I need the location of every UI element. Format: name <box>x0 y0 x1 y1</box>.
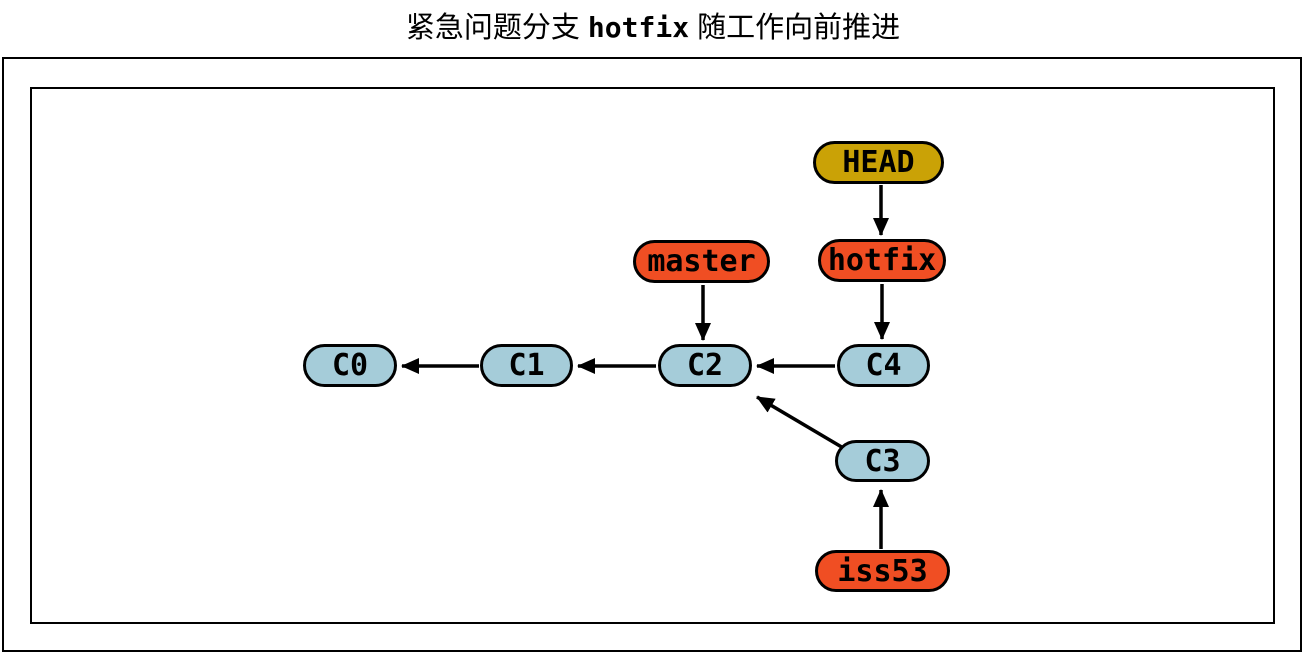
node-branch-hotfix: hotfix <box>818 239 946 282</box>
diagram-canvas <box>30 87 1275 624</box>
node-commit-c0: C0 <box>303 344 397 387</box>
node-head: HEAD <box>813 141 944 184</box>
node-c4-label: C4 <box>865 348 902 383</box>
node-branch-master: master <box>633 240 770 283</box>
node-head-label: HEAD <box>842 145 915 180</box>
node-iss53-label: iss53 <box>837 553 928 589</box>
node-commit-c2: C2 <box>658 344 752 387</box>
title-suffix: 随工作向前推进 <box>697 10 901 44</box>
node-c0-label: C0 <box>331 348 369 383</box>
node-master-label: master <box>647 244 756 279</box>
title-code-hotfix: hotfix <box>587 11 690 44</box>
node-c3-label: C3 <box>864 443 901 479</box>
node-branch-iss53: iss53 <box>815 550 950 592</box>
node-commit-c3: C3 <box>835 440 930 482</box>
node-hotfix-label: hotfix <box>827 243 937 278</box>
node-commit-c4: C4 <box>837 344 930 387</box>
node-c2-label: C2 <box>686 348 724 383</box>
node-c1-label: C1 <box>508 348 545 383</box>
node-commit-c1: C1 <box>480 344 573 387</box>
title-prefix: 紧急问题分支 <box>405 10 580 44</box>
